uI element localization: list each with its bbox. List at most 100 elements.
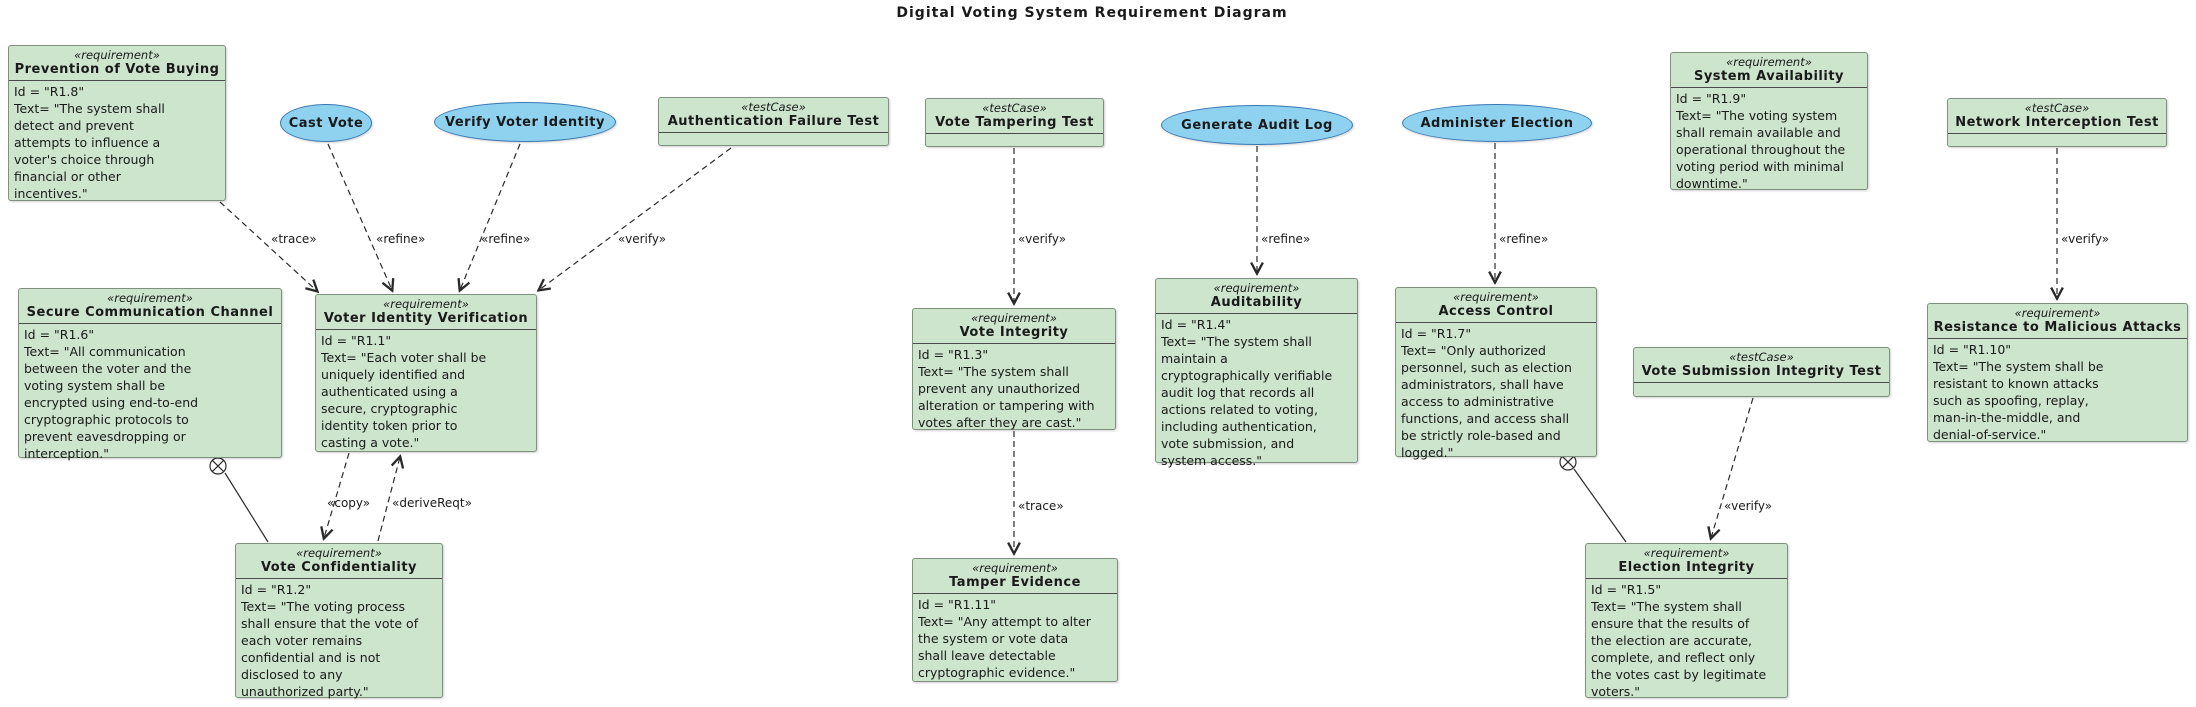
edge-label-derivereqt: «deriveReqt» bbox=[392, 496, 472, 510]
edge-refine-castvote-viv bbox=[327, 143, 392, 290]
edge-label-copy: «copy» bbox=[327, 496, 371, 510]
testcase-network-interception-test[interactable]: «testCase» Network Interception Test bbox=[1947, 98, 2167, 147]
edge-label-refine: «refine» bbox=[376, 232, 426, 246]
edge-label-refine: «refine» bbox=[1261, 232, 1311, 246]
requirement-vote-confidentiality[interactable]: «requirement» Vote Confidentiality Id = … bbox=[235, 543, 443, 699]
diagram-title: Digital Voting System Requirement Diagra… bbox=[896, 5, 1288, 21]
requirement-name: Auditability bbox=[1210, 295, 1303, 310]
stereotype-label: «requirement» bbox=[2014, 306, 2101, 320]
stereotype-label: «requirement» bbox=[383, 297, 469, 311]
node-header: «requirement» Resistance to Malicious At… bbox=[1928, 304, 2187, 339]
requirement-system-availability[interactable]: «requirement» System Availability Id = "… bbox=[1670, 52, 1868, 191]
stereotype-label: «requirement» bbox=[1453, 290, 1539, 304]
edge-trace-prevention-viv bbox=[219, 201, 317, 291]
stereotype-label: «requirement» bbox=[1213, 281, 1300, 295]
stereotype-label: «testCase» bbox=[2024, 101, 2090, 115]
node-header: «requirement» Access Control bbox=[1396, 288, 1596, 323]
stereotype-label: «requirement» bbox=[1726, 55, 1812, 69]
node-header: «requirement» Election Integrity bbox=[1586, 544, 1787, 579]
testcase-body-strip bbox=[1948, 134, 2166, 145]
requirement-resistance-to-malicious-attacks[interactable]: «requirement» Resistance to Malicious At… bbox=[1927, 303, 2188, 442]
node-header: «requirement» Secure Communication Chann… bbox=[19, 289, 281, 324]
testcase-name: Vote Tampering Test bbox=[935, 115, 1094, 130]
stereotype-label: «requirement» bbox=[296, 546, 382, 560]
node-header: «testCase» Vote Submission Integrity Tes… bbox=[1634, 348, 1889, 383]
stereotype-label: «testCase» bbox=[982, 101, 1047, 115]
testcase-vote-submission-integrity-test[interactable]: «testCase» Vote Submission Integrity Tes… bbox=[1633, 347, 1890, 397]
containment-cross-icon bbox=[1561, 455, 1575, 469]
edge-label-verify: «verify» bbox=[1724, 499, 1773, 513]
requirement-name: Voter Identity Verification bbox=[323, 311, 529, 326]
usecase-name: Generate Audit Log bbox=[1181, 117, 1333, 133]
node-header: «requirement» Vote Confidentiality bbox=[236, 544, 442, 579]
edge-containment-securecomm-confidentiality bbox=[224, 472, 269, 543]
stereotype-label: «requirement» bbox=[972, 561, 1058, 575]
requirement-voter-identity-verification[interactable]: «requirement» Voter Identity Verificatio… bbox=[315, 294, 537, 452]
requirement-name: Vote Integrity bbox=[959, 325, 1069, 340]
requirement-body: Id = "R1.11" Text= "Any attempt to alter… bbox=[918, 597, 1091, 680]
testcase-vote-tampering-test[interactable]: «testCase» Vote Tampering Test bbox=[925, 98, 1104, 147]
requirement-name: Election Integrity bbox=[1618, 560, 1755, 575]
edge-refine-verifyidentity-viv bbox=[460, 143, 521, 290]
usecase-verify-voter-identity[interactable]: Verify Voter Identity bbox=[434, 102, 616, 142]
stereotype-label: «requirement» bbox=[74, 48, 160, 62]
usecase-name: Cast Vote bbox=[288, 115, 364, 131]
requirement-body: Id = "R1.1" Text= "Each voter shall be u… bbox=[321, 333, 487, 450]
containment-cross-icon bbox=[211, 459, 225, 473]
requirement-prevention-of-vote-buying[interactable]: «requirement» Prevention of Vote Buying … bbox=[8, 45, 226, 201]
usecase-name: Verify Voter Identity bbox=[444, 114, 605, 130]
edge-label-trace: «trace» bbox=[271, 232, 317, 246]
stereotype-label: «requirement» bbox=[107, 291, 193, 305]
requirement-name: Prevention of Vote Buying bbox=[14, 62, 220, 77]
edge-label-refine: «refine» bbox=[481, 232, 531, 246]
requirement-body: Id = "R1.2" Text= "The voting process sh… bbox=[241, 582, 419, 699]
node-header: «testCase» Authentication Failure Test bbox=[659, 98, 888, 133]
requirement-body: Id = "R1.9" Text= "The voting system sha… bbox=[1676, 91, 1846, 191]
edge-containment-access-election bbox=[1573, 468, 1627, 543]
requirement-secure-communication-channel[interactable]: «requirement» Secure Communication Chann… bbox=[18, 288, 282, 461]
requirement-body: Id = "R1.6" Text= "All communication bet… bbox=[24, 327, 199, 461]
edge-label-verify: «verify» bbox=[618, 232, 667, 246]
requirement-name: Secure Communication Channel bbox=[26, 305, 274, 320]
requirement-access-control[interactable]: «requirement» Access Control Id = "R1.7"… bbox=[1395, 287, 1597, 460]
usecase-administer-election[interactable]: Administer Election bbox=[1402, 104, 1592, 142]
edge-label-verify: «verify» bbox=[1018, 232, 1067, 246]
requirement-name: Tamper Evidence bbox=[949, 575, 1081, 590]
requirement-body: Id = "R1.4" Text= "The system shall main… bbox=[1161, 317, 1333, 468]
requirement-vote-integrity[interactable]: «requirement» Vote Integrity Id = "R1.3"… bbox=[912, 308, 1116, 430]
usecase-cast-vote[interactable]: Cast Vote bbox=[280, 104, 372, 142]
requirement-tamper-evidence[interactable]: «requirement» Tamper Evidence Id = "R1.1… bbox=[912, 558, 1118, 682]
node-header: «testCase» Vote Tampering Test bbox=[926, 99, 1103, 134]
stereotype-label: «requirement» bbox=[1643, 546, 1730, 560]
requirement-name: System Availability bbox=[1693, 69, 1845, 84]
node-header: «requirement» Auditability bbox=[1156, 279, 1357, 314]
requirement-body: Id = "R1.7" Text= "Only authorized perso… bbox=[1401, 326, 1572, 460]
testcase-name: Network Interception Test bbox=[1955, 115, 2159, 130]
node-header: «requirement» Tamper Evidence bbox=[913, 559, 1117, 594]
node-header: «requirement» Voter Identity Verificatio… bbox=[316, 295, 536, 330]
testcase-name: Authentication Failure Test bbox=[667, 114, 880, 129]
requirement-body: Id = "R1.3" Text= "The system shall prev… bbox=[918, 347, 1095, 430]
node-header: «requirement» Vote Integrity bbox=[913, 309, 1115, 344]
requirement-election-integrity[interactable]: «requirement» Election Integrity Id = "R… bbox=[1585, 543, 1788, 699]
requirement-body: Id = "R1.8" Text= "The system shall dete… bbox=[14, 84, 165, 201]
requirement-body: Id = "R1.5" Text= "The system shall ensu… bbox=[1591, 582, 1767, 699]
edge-derive-confidentiality-viv bbox=[377, 457, 400, 542]
testcase-body-strip bbox=[1634, 383, 1889, 394]
usecase-generate-audit-log[interactable]: Generate Audit Log bbox=[1161, 105, 1353, 145]
node-header: «testCase» Network Interception Test bbox=[1948, 99, 2166, 134]
requirement-body: Id = "R1.10" Text= "The system shall be … bbox=[1933, 342, 2104, 442]
edge-copy-viv-confidentiality bbox=[324, 452, 350, 538]
stereotype-label: «testCase» bbox=[1729, 350, 1794, 364]
requirement-auditability[interactable]: «requirement» Auditability Id = "R1.4" T… bbox=[1155, 278, 1358, 468]
node-header: «requirement» System Availability bbox=[1671, 53, 1867, 88]
edge-verify-authfailure-viv bbox=[539, 147, 732, 290]
edge-label-trace: «trace» bbox=[1018, 499, 1064, 513]
requirement-name: Vote Confidentiality bbox=[260, 560, 418, 575]
testcase-authentication-failure-test[interactable]: «testCase» Authentication Failure Test bbox=[658, 97, 889, 146]
testcase-body-strip bbox=[659, 133, 888, 144]
edge-label-verify: «verify» bbox=[2061, 232, 2110, 246]
edge-label-refine: «refine» bbox=[1499, 232, 1549, 246]
